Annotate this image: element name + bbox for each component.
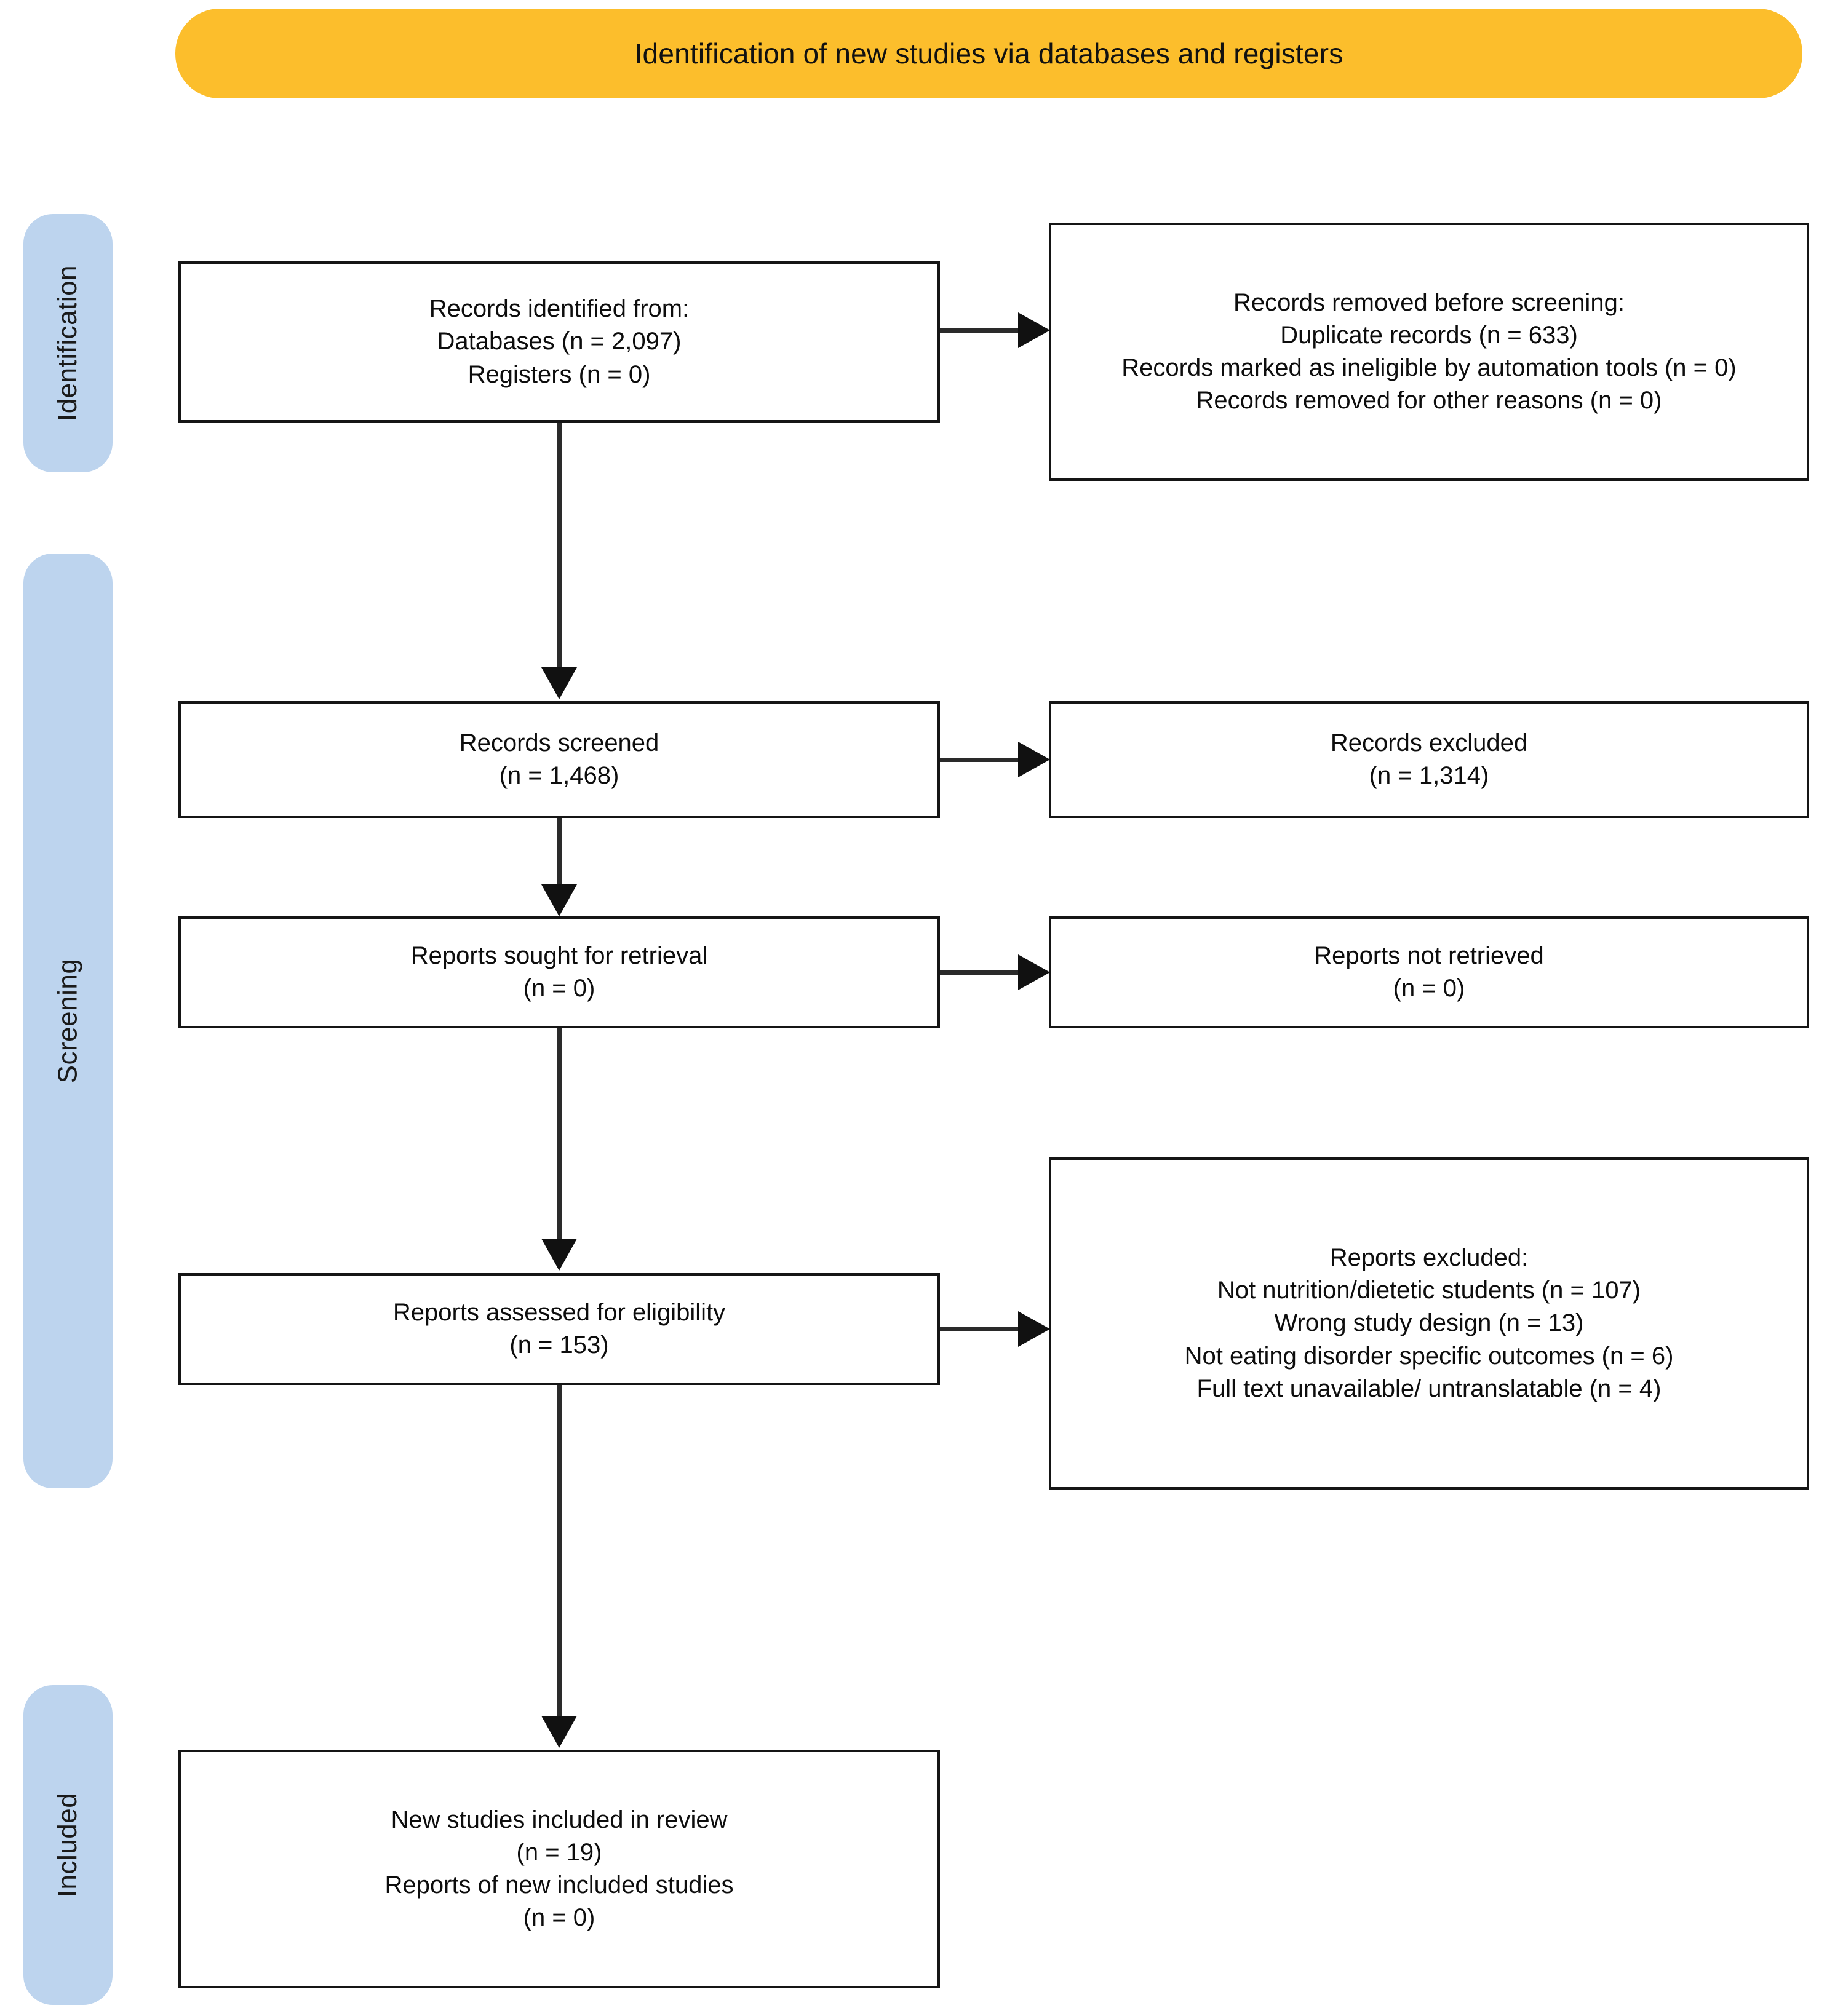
box-reports-not-retrieved: Reports not retrieved (n = 0) bbox=[1049, 916, 1809, 1028]
box-records-excluded-text: Records excluded (n = 1,314) bbox=[1330, 729, 1528, 789]
box-records-removed-before-screening: Records removed before screening: Duplic… bbox=[1049, 223, 1809, 481]
connector-sought-to-assessed-line bbox=[557, 1028, 562, 1239]
box-records-excluded: Records excluded (n = 1,314) bbox=[1049, 701, 1809, 818]
stage-band-identification: Identification bbox=[23, 214, 113, 472]
connector-screened-to-sought-line bbox=[557, 818, 562, 886]
box-reports-sought-for-retrieval: Reports sought for retrieval (n = 0) bbox=[178, 916, 940, 1028]
box-reports-assessed-for-eligibility: Reports assessed for eligibility (n = 15… bbox=[178, 1273, 940, 1385]
box-new-studies-included: New studies included in review (n = 19) … bbox=[178, 1750, 940, 1988]
connector-screened-to-excluded-arrow-icon bbox=[1018, 742, 1050, 777]
connector-identified-to-removed-arrow-icon bbox=[1018, 312, 1050, 348]
connector-sought-to-assessed-arrow-icon bbox=[541, 1239, 577, 1271]
connector-sought-to-not-retrieved-arrow-icon bbox=[1018, 954, 1050, 990]
connector-screened-to-sought-arrow-icon bbox=[541, 884, 577, 916]
connector-screened-to-excluded-line bbox=[940, 758, 1025, 762]
box-reports-sought-for-retrieval-text: Reports sought for retrieval (n = 0) bbox=[410, 942, 708, 1002]
box-records-removed-before-screening-text: Records removed before screening: Duplic… bbox=[1121, 288, 1737, 415]
box-records-identified-text: Records identified from: Databases (n = … bbox=[429, 295, 690, 388]
stage-label-screening: Screening bbox=[52, 958, 83, 1084]
box-records-screened: Records screened (n = 1,468) bbox=[178, 701, 940, 818]
box-records-identified: Records identified from: Databases (n = … bbox=[178, 261, 940, 423]
connector-assessed-to-reports-excluded-line bbox=[940, 1327, 1025, 1331]
stage-band-included: Included bbox=[23, 1685, 113, 2005]
connector-identified-to-screened-arrow-icon bbox=[541, 667, 577, 699]
connector-sought-to-not-retrieved-line bbox=[940, 970, 1025, 975]
stage-label-included: Included bbox=[52, 1792, 83, 1898]
box-reports-assessed-for-eligibility-text: Reports assessed for eligibility (n = 15… bbox=[392, 1298, 726, 1359]
diagram-header-banner: Identification of new studies via databa… bbox=[175, 9, 1802, 98]
stage-band-screening: Screening bbox=[23, 554, 113, 1488]
box-reports-not-retrieved-text: Reports not retrieved (n = 0) bbox=[1314, 942, 1544, 1002]
connector-assessed-to-included-arrow-icon bbox=[541, 1716, 577, 1748]
stage-label-identification: Identification bbox=[52, 264, 83, 422]
page-title: Identification of new studies via databa… bbox=[634, 38, 1343, 69]
connector-assessed-to-included-line bbox=[557, 1385, 562, 1716]
box-reports-excluded-text: Reports excluded: Not nutrition/dietetic… bbox=[1184, 1244, 1674, 1402]
box-new-studies-included-text: New studies included in review (n = 19) … bbox=[384, 1806, 734, 1932]
connector-identified-to-removed-line bbox=[940, 328, 1025, 333]
box-records-screened-text: Records screened (n = 1,468) bbox=[459, 729, 659, 789]
box-reports-excluded: Reports excluded: Not nutrition/dietetic… bbox=[1049, 1157, 1809, 1490]
connector-identified-to-screened-line bbox=[557, 423, 562, 669]
connector-assessed-to-reports-excluded-arrow-icon bbox=[1018, 1311, 1050, 1347]
